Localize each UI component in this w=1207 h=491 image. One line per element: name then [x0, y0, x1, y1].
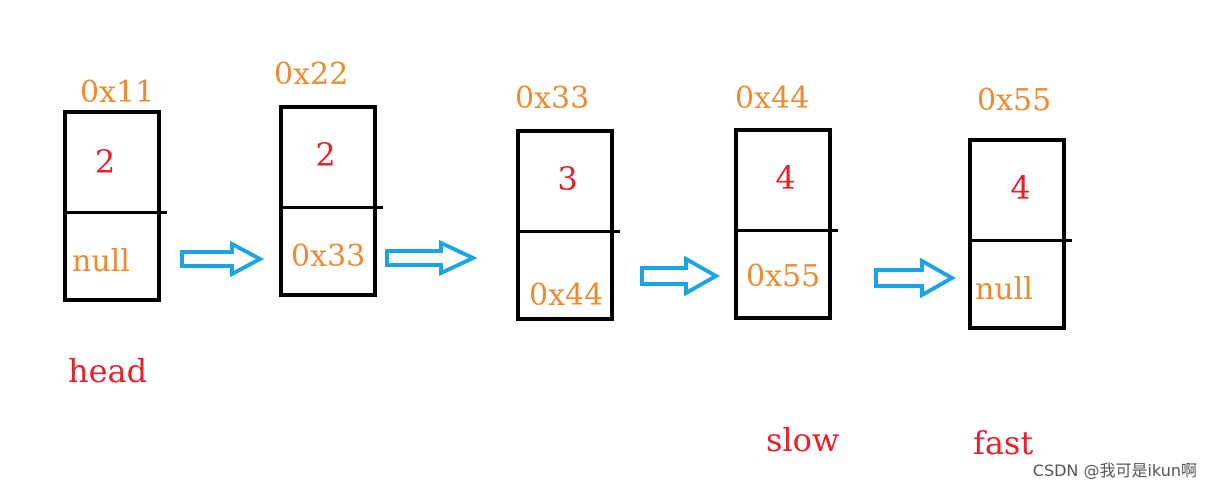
arrow-1-to-2-icon [180, 241, 264, 277]
node-1-value: 2 [94, 143, 116, 181]
node-5: 4 null [968, 138, 1072, 330]
node-4-divider [734, 229, 838, 232]
node-2-next: 0x33 [291, 239, 366, 274]
node-1-divider [63, 211, 167, 214]
node-4-address: 0x44 [735, 81, 810, 116]
node-3-value: 3 [557, 160, 578, 198]
node-5-address: 0x55 [977, 83, 1052, 118]
node-3-next: 0x44 [529, 278, 604, 313]
node-3-divider [516, 230, 620, 233]
node-1-next: null [72, 244, 130, 279]
node-1: 2 null [63, 110, 167, 302]
node-2-divider [279, 206, 383, 209]
node-1-address: 0x11 [80, 75, 155, 110]
node-4-next: 0x55 [746, 259, 821, 294]
arrow-2-to-3-icon [385, 240, 477, 276]
arrow-4-to-5-icon [874, 258, 956, 298]
fast-label: fast [973, 424, 1034, 462]
slow-label: slow [766, 421, 840, 459]
node-4-value: 4 [775, 159, 796, 197]
node-5-divider [968, 239, 1072, 242]
head-label: head [68, 352, 148, 390]
node-3-address: 0x33 [515, 81, 590, 116]
node-2: 2 0x33 [279, 105, 383, 297]
node-2-address: 0x22 [274, 57, 349, 92]
csdn-watermark: CSDN @我可是ikun啊 [1032, 461, 1197, 480]
node-4: 4 0x55 [734, 128, 838, 320]
arrow-3-to-4-icon [640, 256, 720, 296]
node-5-value: 4 [1010, 169, 1031, 207]
node-5-next: null [975, 272, 1033, 307]
node-3: 3 0x44 [516, 129, 620, 321]
node-2-value: 2 [315, 136, 336, 174]
